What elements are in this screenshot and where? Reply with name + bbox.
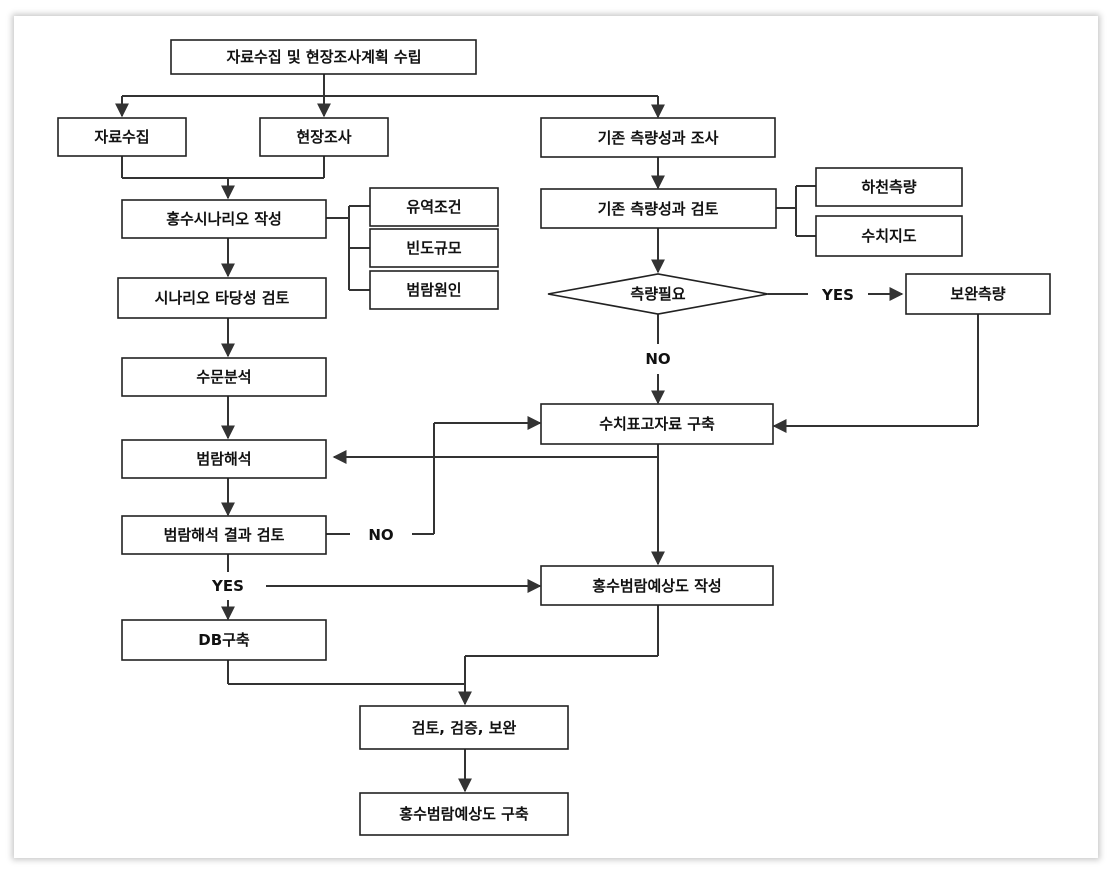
node-elevation-label: 수치표고자료 구축 [599,415,715,433]
node-basin-label: 유역조건 [406,198,461,216]
node-map-build-label: 홍수범람예상도 구축 [399,805,529,823]
diagram-frame: 자료수집 및 현장조사계획 수립 자료수집 현장조사 홍수시나리오 작성 유역조… [14,16,1098,858]
node-scenario-label: 홍수시나리오 작성 [166,210,282,228]
edge-label-no-review: NO [368,526,393,544]
node-extra-survey-label: 보완측량 [950,285,1005,303]
node-existing-survey-label: 기존 측량성과 조사 [598,129,719,147]
node-hydro: 수문분석 [121,357,327,397]
connectors [115,74,665,793]
node-map-make-label: 홍수범람예상도 작성 [592,577,721,595]
node-existing-review-label: 기존 측량성과 검토 [598,200,719,218]
connectors-right [332,157,979,566]
node-flood-review: 범람해석 결과 검토 [121,515,327,555]
node-existing-review: 기존 측량성과 검토 [540,188,777,229]
node-need-survey: 측량필요 [547,273,769,315]
node-collect: 자료수집 [57,117,187,157]
node-survey-label: 현장조사 [296,128,351,146]
node-flood: 범람해석 [121,439,327,479]
node-cause: 범람원인 [369,270,499,310]
node-scenario: 홍수시나리오 작성 [121,199,327,239]
node-db: DB구축 [121,619,327,661]
node-dem-label: 수치지도 [861,227,916,245]
node-verify-label: 검토, 검증, 보완 [412,719,517,737]
node-existing-survey: 기존 측량성과 조사 [540,117,776,158]
node-survey: 현장조사 [259,117,389,157]
node-hydro-label: 수문분석 [196,368,251,386]
node-basin: 유역조건 [369,187,499,227]
node-flood-review-label: 범람해석 결과 검토 [164,526,285,544]
node-river-survey: 하천측량 [815,167,963,207]
edge-label-yes-review: YES [211,577,244,595]
node-need-survey-label: 측량필요 [630,285,685,303]
node-validity: 시나리오 타당성 검토 [117,277,327,319]
node-collect-label: 자료수집 [94,128,149,146]
node-map-make: 홍수범람예상도 작성 [540,565,774,606]
node-dem: 수치지도 [815,215,963,257]
edge-label-no-survey: NO [645,350,670,368]
node-cause-label: 범람원인 [406,281,461,299]
node-plan-label: 자료수집 및 현장조사계획 수립 [226,48,421,66]
edge-label-yes-survey: YES [821,286,854,304]
node-map-build: 홍수범람예상도 구축 [359,792,569,836]
node-plan: 자료수집 및 현장조사계획 수립 [170,39,477,75]
node-flood-label: 범람해석 [196,450,251,468]
node-extra-survey: 보완측량 [905,273,1051,315]
node-validity-label: 시나리오 타당성 검토 [155,289,290,307]
node-river-survey-label: 하천측량 [861,178,916,196]
node-freq: 빈도규모 [369,228,499,268]
node-db-label: DB구축 [198,631,250,649]
node-elevation: 수치표고자료 구축 [540,403,774,445]
node-verify: 검토, 검증, 보완 [359,705,569,750]
flowchart: 자료수집 및 현장조사계획 수립 자료수집 현장조사 홍수시나리오 작성 유역조… [57,39,1051,836]
node-freq-label: 빈도규모 [406,239,461,257]
